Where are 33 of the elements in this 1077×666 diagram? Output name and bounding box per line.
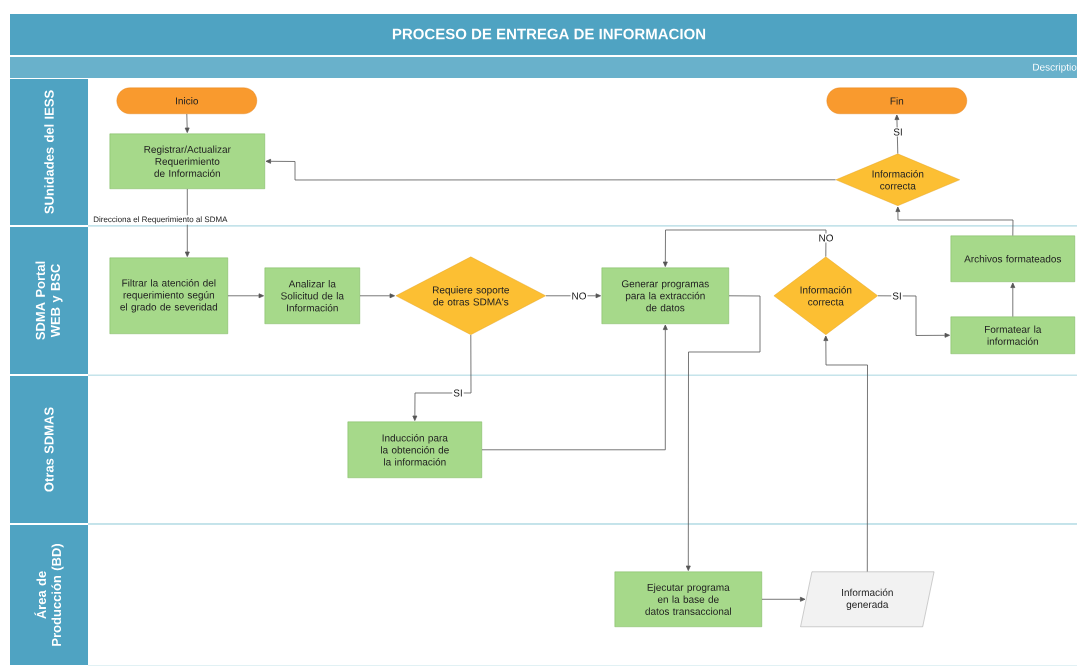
edge-label: Direcciona el Requerimiento al SDMA xyxy=(92,215,229,225)
process-box: Archivos formateados xyxy=(950,235,1075,282)
arrow xyxy=(895,206,1014,236)
process-box: Registrar/Actualizar Requerimiento de Información xyxy=(109,133,265,189)
process-box: Filtrar la atención del requerimiento según el grado de severidad xyxy=(109,257,228,334)
arrow xyxy=(184,188,190,257)
edge-label: NO xyxy=(570,291,588,301)
data-parallelogram: Información generada xyxy=(800,571,935,627)
arrow xyxy=(227,293,264,299)
arrow xyxy=(685,295,761,571)
arrow xyxy=(412,334,472,421)
arrow xyxy=(359,293,395,299)
arrow xyxy=(662,229,827,267)
arrow xyxy=(184,113,190,133)
arrow xyxy=(894,114,900,154)
arrow xyxy=(1010,282,1016,317)
arrow xyxy=(761,596,806,602)
arrow xyxy=(545,293,601,299)
arrow xyxy=(823,335,868,572)
edge-label: SI xyxy=(892,127,904,137)
edge-label: SI xyxy=(891,291,903,301)
arrow xyxy=(481,324,668,451)
arrow xyxy=(877,295,950,338)
process-box: Generar programas para la extracción de datos xyxy=(601,267,729,324)
edge-label: SI xyxy=(452,388,464,398)
process-box: Analizar la Solicitud de la Información xyxy=(264,267,360,324)
column-header: Descriptio xyxy=(1033,63,1077,73)
arrow xyxy=(265,158,836,181)
title: PROCESO DE ENTREGA DE INFORMACION xyxy=(392,28,706,40)
process-box: Inducción para la obtención de la información xyxy=(347,421,482,478)
process-box: Formatear la información xyxy=(950,316,1075,354)
edge-label: NO xyxy=(817,233,835,243)
process-box: Ejecutar programa en la base de datos transaccional xyxy=(614,571,762,627)
